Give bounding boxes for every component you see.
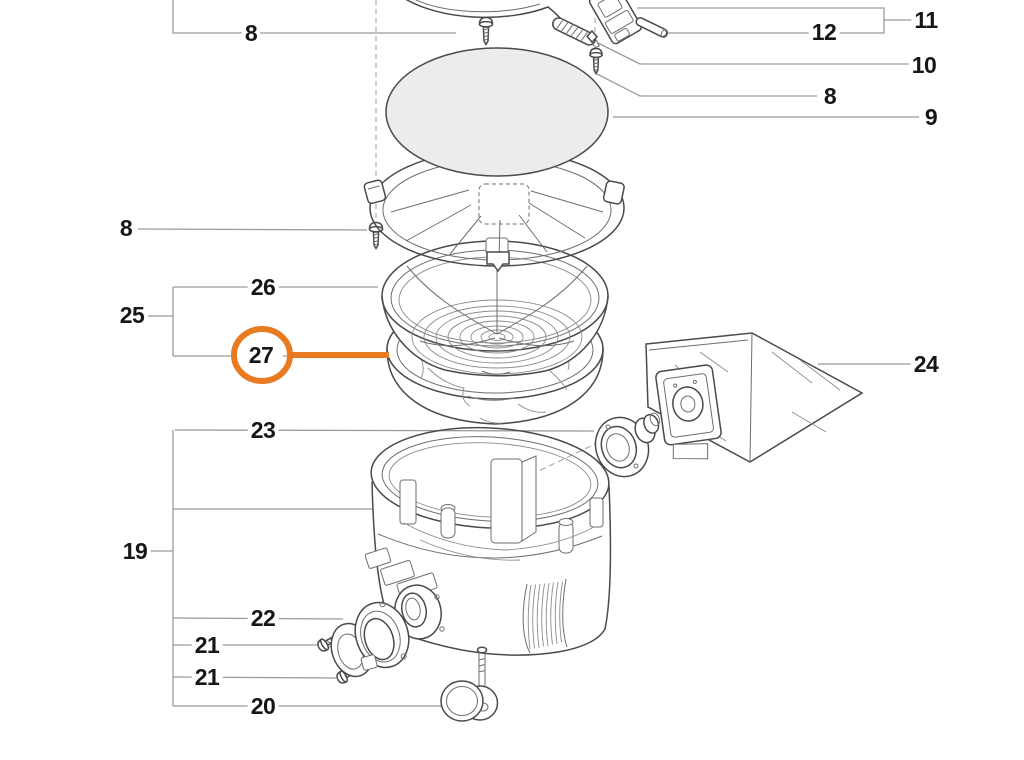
callout-26-basket[interactable]: 26 [247, 275, 279, 299]
callout-24-dust-bag[interactable]: 24 [910, 352, 942, 376]
cloth-filter-part [386, 298, 604, 425]
callout-8-lid-screws[interactable]: 8 [241, 21, 261, 45]
screw-icon [589, 47, 603, 76]
latch-strip-part [552, 17, 600, 51]
callout-22-flange[interactable]: 22 [247, 606, 279, 630]
callout-12-lock-pin[interactable]: 12 [808, 20, 840, 44]
lock-housing-part [588, 0, 669, 45]
container-posts [399, 455, 604, 561]
callout-8-right-screw[interactable]: 8 [820, 84, 840, 108]
bag-collar [655, 364, 722, 460]
inlet-fitting-part [594, 412, 661, 478]
callout-19-container[interactable]: 19 [119, 539, 151, 563]
caster-wheel-part [440, 646, 499, 722]
caster-pin [476, 646, 488, 690]
container-part [364, 426, 612, 656]
callout-9-filter-disc[interactable]: 9 [921, 105, 941, 129]
callout-20-caster[interactable]: 20 [247, 694, 279, 718]
callout-21-screw-a[interactable]: 21 [191, 633, 223, 657]
highlight-callout-27[interactable] [231, 326, 389, 384]
callout-10-latch[interactable]: 10 [908, 53, 940, 77]
inlet-flange-part [330, 601, 410, 678]
dust-bag-part [645, 332, 864, 463]
callout-25-filter-set[interactable]: 25 [116, 303, 148, 327]
screw-icon [478, 16, 494, 47]
vent-slats [522, 578, 568, 654]
callout-11-lock[interactable]: 11 [911, 8, 941, 32]
callout-27-cloth-filter-selected[interactable]: 27 [248, 341, 274, 368]
callout-21-screw-b[interactable]: 21 [191, 665, 223, 689]
filter-disc-part [385, 47, 609, 177]
callout-23-fitting[interactable]: 23 [247, 418, 279, 442]
lock-pin-part [635, 16, 669, 38]
callout-8-left-screw[interactable]: 8 [116, 216, 136, 240]
latch-rivet-part [586, 29, 598, 47]
